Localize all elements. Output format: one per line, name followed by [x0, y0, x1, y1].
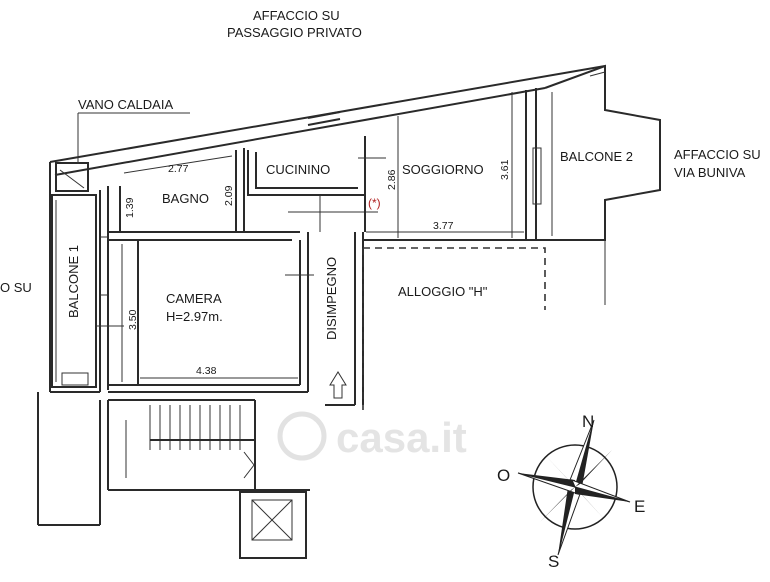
affaccio-right-label-2: VIA BUNIVA: [674, 165, 746, 180]
balcone-2-label: BALCONE 2: [560, 149, 633, 164]
dim-bagno-small: 1.39: [124, 197, 136, 218]
balcone-2-area: [544, 64, 661, 241]
compass-west-label: O: [497, 466, 510, 485]
room-labels: AFFACCIO SU PASSAGGIO PRIVATO VANO CALDA…: [0, 8, 761, 340]
compass-east-label: E: [634, 497, 645, 516]
bagno-label: BAGNO: [162, 191, 209, 206]
camera-label: CAMERA: [166, 291, 222, 306]
disimpegno-hall: [288, 195, 378, 406]
alloggio-label: ALLOGGIO "H": [398, 284, 488, 299]
compass-north-label: N: [582, 412, 594, 431]
watermark-logo: casa.it: [277, 411, 467, 461]
affaccio-top-label-2: PASSAGGIO PRIVATO: [227, 25, 362, 40]
balcone-1-label: BALCONE 1: [66, 245, 81, 318]
affaccio-top-label-1: AFFACCIO SU: [253, 8, 340, 23]
watermark-text: casa.it: [336, 414, 467, 461]
alloggio-boundary: [362, 240, 606, 410]
soggiorno-label: SOGGIORNO: [402, 162, 484, 177]
stairwell: [37, 392, 310, 559]
camera-room: [96, 232, 314, 393]
soggiorno-room: [358, 88, 545, 241]
dim-soggiorno-height: 2.86: [386, 169, 398, 190]
dim-camera-height: 3.50: [127, 309, 139, 330]
dim-bagno-height: 2.09: [223, 185, 235, 206]
stair-steps: [125, 405, 255, 479]
dim-camera-width: 4.38: [196, 365, 217, 377]
dimension-labels: 2.77 1.39 2.09 2.86 3.61 3.77 3.50 4.38: [124, 159, 511, 377]
camera-height-label: H=2.97m.: [166, 309, 223, 324]
cucinino-label: CUCININO: [266, 162, 330, 177]
dim-bagno-width: 2.77: [168, 163, 189, 175]
dim-soggiorno-right: 3.61: [499, 159, 511, 180]
affaccio-left-label: O SU: [0, 280, 32, 295]
disimpegno-label: DISIMPEGNO: [324, 257, 339, 340]
dim-soggiorno-width: 3.77: [433, 220, 454, 232]
affaccio-right-label-1: AFFACCIO SU: [674, 147, 761, 162]
compass-south-label: S: [548, 552, 559, 571]
vano-caldaia-label: VANO CALDAIA: [78, 97, 173, 112]
asterisk-mark: (*): [368, 196, 381, 210]
entrance-arrow-icon: [329, 371, 347, 399]
compass-rose-icon: N E S O: [497, 412, 645, 571]
elevator-box: [239, 491, 307, 559]
